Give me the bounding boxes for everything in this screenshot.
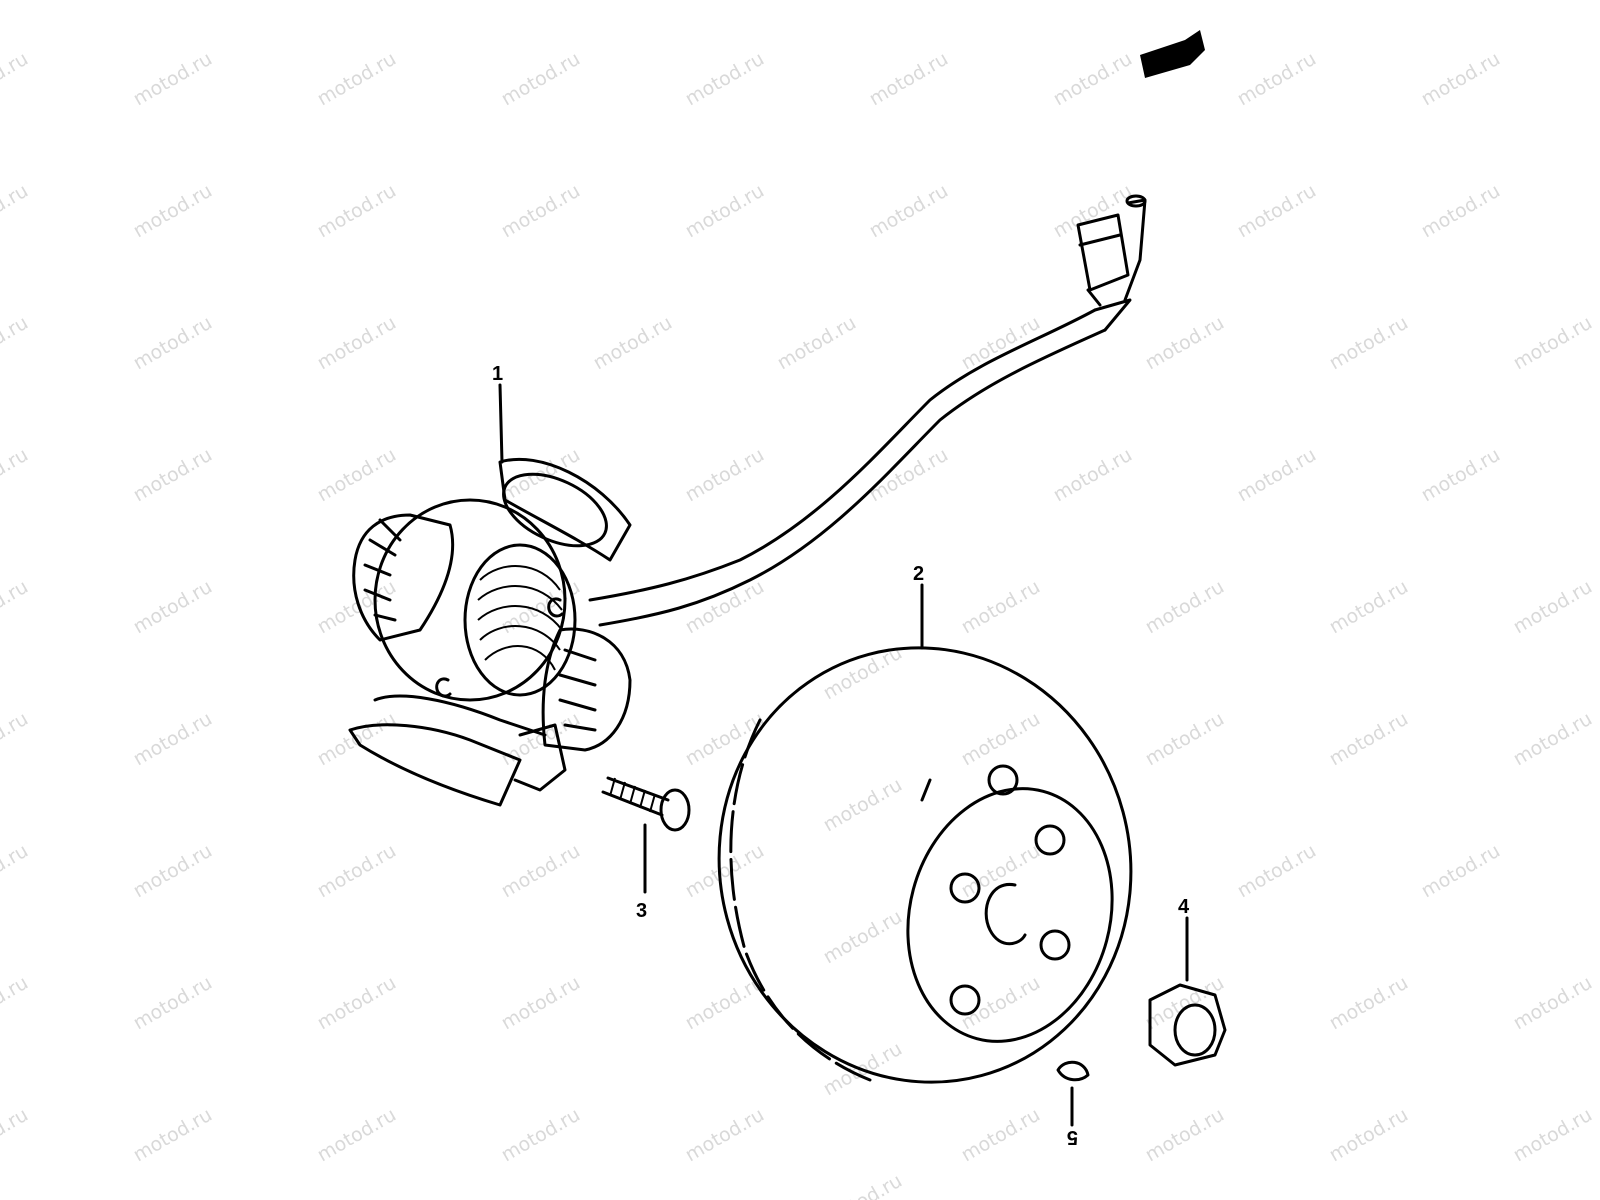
watermark-text: motod.ru <box>1050 48 1136 111</box>
watermark-text: motod.ru <box>0 708 32 771</box>
watermark-text: motod.ru <box>130 180 216 243</box>
watermark-text: motod.ru <box>1510 312 1596 375</box>
watermark-text: motod.ru <box>1326 312 1412 375</box>
watermark-text: motod.ru <box>314 576 400 639</box>
callout-label: 4 <box>1178 896 1190 918</box>
watermark-text: motod.ru <box>314 48 400 111</box>
watermark-text: motod.ru <box>1418 48 1504 111</box>
watermark-text: motod.ru <box>1234 48 1320 111</box>
watermark-text: motod.ru <box>314 840 400 903</box>
watermark-text: motod.ru <box>1142 708 1228 771</box>
watermark-text: motod.ru <box>0 444 32 507</box>
forward-arrow-icon <box>1140 30 1205 78</box>
callout-5: 5 <box>1067 1086 1078 1148</box>
watermark-text: motod.ru <box>130 972 216 1035</box>
watermark-text: motod.ru <box>1510 1104 1596 1167</box>
watermark-text: motod.ru <box>314 312 400 375</box>
wire-harness <box>588 298 1132 627</box>
watermark-text: motod.ru <box>0 1104 32 1167</box>
watermark-text: motod.ru <box>498 840 584 903</box>
watermark-text: motod.ru <box>1142 576 1228 639</box>
watermark-text: motod.ru <box>130 1104 216 1167</box>
watermark-text: motod.ru <box>1510 576 1596 639</box>
watermark-text: motod.ru <box>1142 312 1228 375</box>
screw <box>601 776 691 832</box>
watermark-text: motod.ru <box>1050 444 1136 507</box>
callout-label: 2 <box>913 563 924 585</box>
watermark-text: motod.ru <box>682 444 768 507</box>
watermark-text: motod.ru <box>1234 180 1320 243</box>
watermark-text: motod.ru <box>958 972 1044 1035</box>
stator <box>348 457 632 807</box>
nut <box>1148 983 1227 1067</box>
callout-label: 3 <box>636 900 647 922</box>
watermark-text: motod.ru <box>314 180 400 243</box>
watermark-text: motod.ru <box>774 312 860 375</box>
watermark-text: motod.ru <box>1326 576 1412 639</box>
watermark-text: motod.ru <box>1418 840 1504 903</box>
watermark-text: motod.ru <box>820 1170 906 1200</box>
watermark-text: motod.ru <box>682 48 768 111</box>
watermark-text: motod.ru <box>820 642 906 705</box>
watermark-text: motod.ru <box>590 312 676 375</box>
watermark-text: motod.ru <box>0 180 32 243</box>
watermark-text: motod.ru <box>314 444 400 507</box>
watermark-text: motod.ru <box>1326 708 1412 771</box>
watermark-text: motod.ru <box>1234 444 1320 507</box>
watermark-text: motod.ru <box>1050 180 1136 243</box>
watermark-text: motod.ru <box>498 972 584 1035</box>
watermark-text: motod.ru <box>130 312 216 375</box>
watermark-text: motod.ru <box>0 972 32 1035</box>
watermark-text: motod.ru <box>1418 180 1504 243</box>
watermark-text: motod.ru <box>0 312 32 375</box>
watermark-text: motod.ru <box>820 906 906 969</box>
watermark-text: motod.ru <box>130 48 216 111</box>
callout-4: 4 <box>1178 896 1190 982</box>
watermark-text: motod.ru <box>0 840 32 903</box>
watermark-text: motod.ru <box>958 840 1044 903</box>
watermark-text: motod.ru <box>130 840 216 903</box>
watermark-text: motod.ru <box>314 1104 400 1167</box>
watermark-text: motod.ru <box>498 708 584 771</box>
callout-3: 3 <box>636 823 647 922</box>
watermark-text: motod.ru <box>1234 840 1320 903</box>
callout-label: 1 <box>492 363 503 385</box>
watermark-text: motod.ru <box>682 576 768 639</box>
callout-label: 5 <box>1067 1126 1078 1148</box>
watermark-text: motod.ru <box>498 1104 584 1167</box>
watermark-text: motod.ru <box>1510 972 1596 1035</box>
watermark-text: motod.ru <box>130 708 216 771</box>
callout-1: 1 <box>492 363 504 464</box>
watermark-text: motod.ru <box>498 48 584 111</box>
watermark-text: motod.ru <box>682 1104 768 1167</box>
watermark-text: motod.ru <box>958 1104 1044 1167</box>
watermark-text: motod.ru <box>866 48 952 111</box>
watermark-text: motod.ru <box>682 180 768 243</box>
watermark-text: motod.ru <box>0 48 32 111</box>
key <box>1056 1060 1090 1082</box>
watermark-text: motod.ru <box>1326 972 1412 1035</box>
watermark-text: motod.ru <box>958 708 1044 771</box>
watermark-text: motod.ru <box>1418 444 1504 507</box>
watermark-text: motod.ru <box>130 576 216 639</box>
watermark-text: motod.ru <box>498 180 584 243</box>
watermark-text: motod.ru <box>130 444 216 507</box>
watermark-text: motod.ru <box>1142 1104 1228 1167</box>
watermark-text: motod.ru <box>682 840 768 903</box>
watermark-text: motod.ru <box>1326 1104 1412 1167</box>
watermark-text: motod.ru <box>0 576 32 639</box>
watermark-text: motod.ru <box>866 180 952 243</box>
flywheel <box>717 646 1133 1084</box>
watermark-text: motod.ru <box>1510 708 1596 771</box>
watermark-text: motod.ru <box>958 576 1044 639</box>
watermark-text: motod.ru <box>820 774 906 837</box>
watermark-text: motod.ru <box>314 972 400 1035</box>
callout-2: 2 <box>913 563 924 650</box>
connector <box>1076 194 1147 307</box>
